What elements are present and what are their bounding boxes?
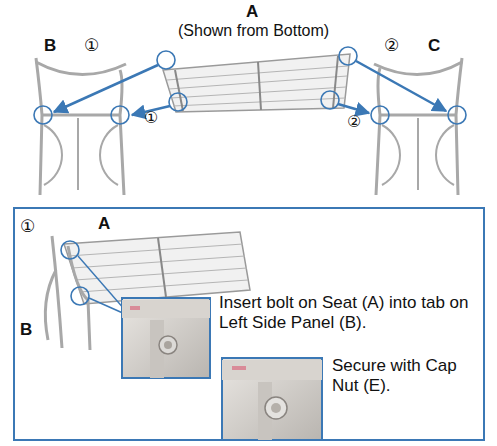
part-letter: B [20, 320, 32, 340]
inset-photo [222, 358, 322, 440]
left-side-panel [36, 58, 126, 195]
attachment-callouts [34, 47, 466, 124]
callout-number: ① [144, 108, 158, 127]
callout-number: ② [384, 35, 399, 55]
view-note: (Shown from Bottom) [178, 21, 329, 40]
part-letter: B [44, 36, 56, 56]
part-letter: C [428, 36, 440, 56]
instruction-text: Secure with Cap Nut (E). [332, 356, 464, 397]
instruction-text: Insert bolt on Seat (A) into tab on Left… [219, 293, 481, 334]
callout-number: ② [347, 112, 361, 131]
callout-number: ① [84, 35, 99, 55]
part-letter: A [98, 214, 110, 234]
callout-number: ① [20, 216, 35, 236]
part-letter: A [246, 2, 258, 22]
detail-frame [14, 208, 484, 440]
seat-bottom-view [163, 54, 350, 112]
inset-photo [122, 298, 210, 378]
